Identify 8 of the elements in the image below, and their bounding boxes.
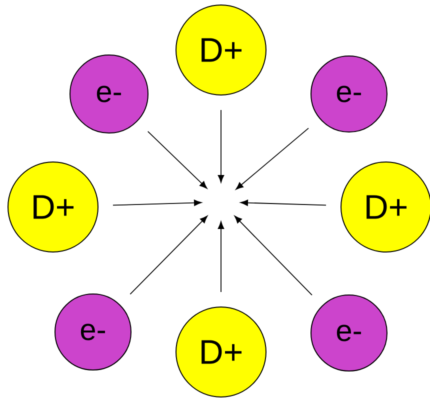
arrow	[218, 221, 224, 292]
arrow	[130, 216, 208, 295]
arrow	[147, 131, 208, 189]
arrow	[112, 200, 202, 206]
arrow	[234, 216, 312, 296]
arrow	[218, 110, 224, 183]
arrow	[240, 200, 326, 206]
arrow	[236, 128, 309, 190]
